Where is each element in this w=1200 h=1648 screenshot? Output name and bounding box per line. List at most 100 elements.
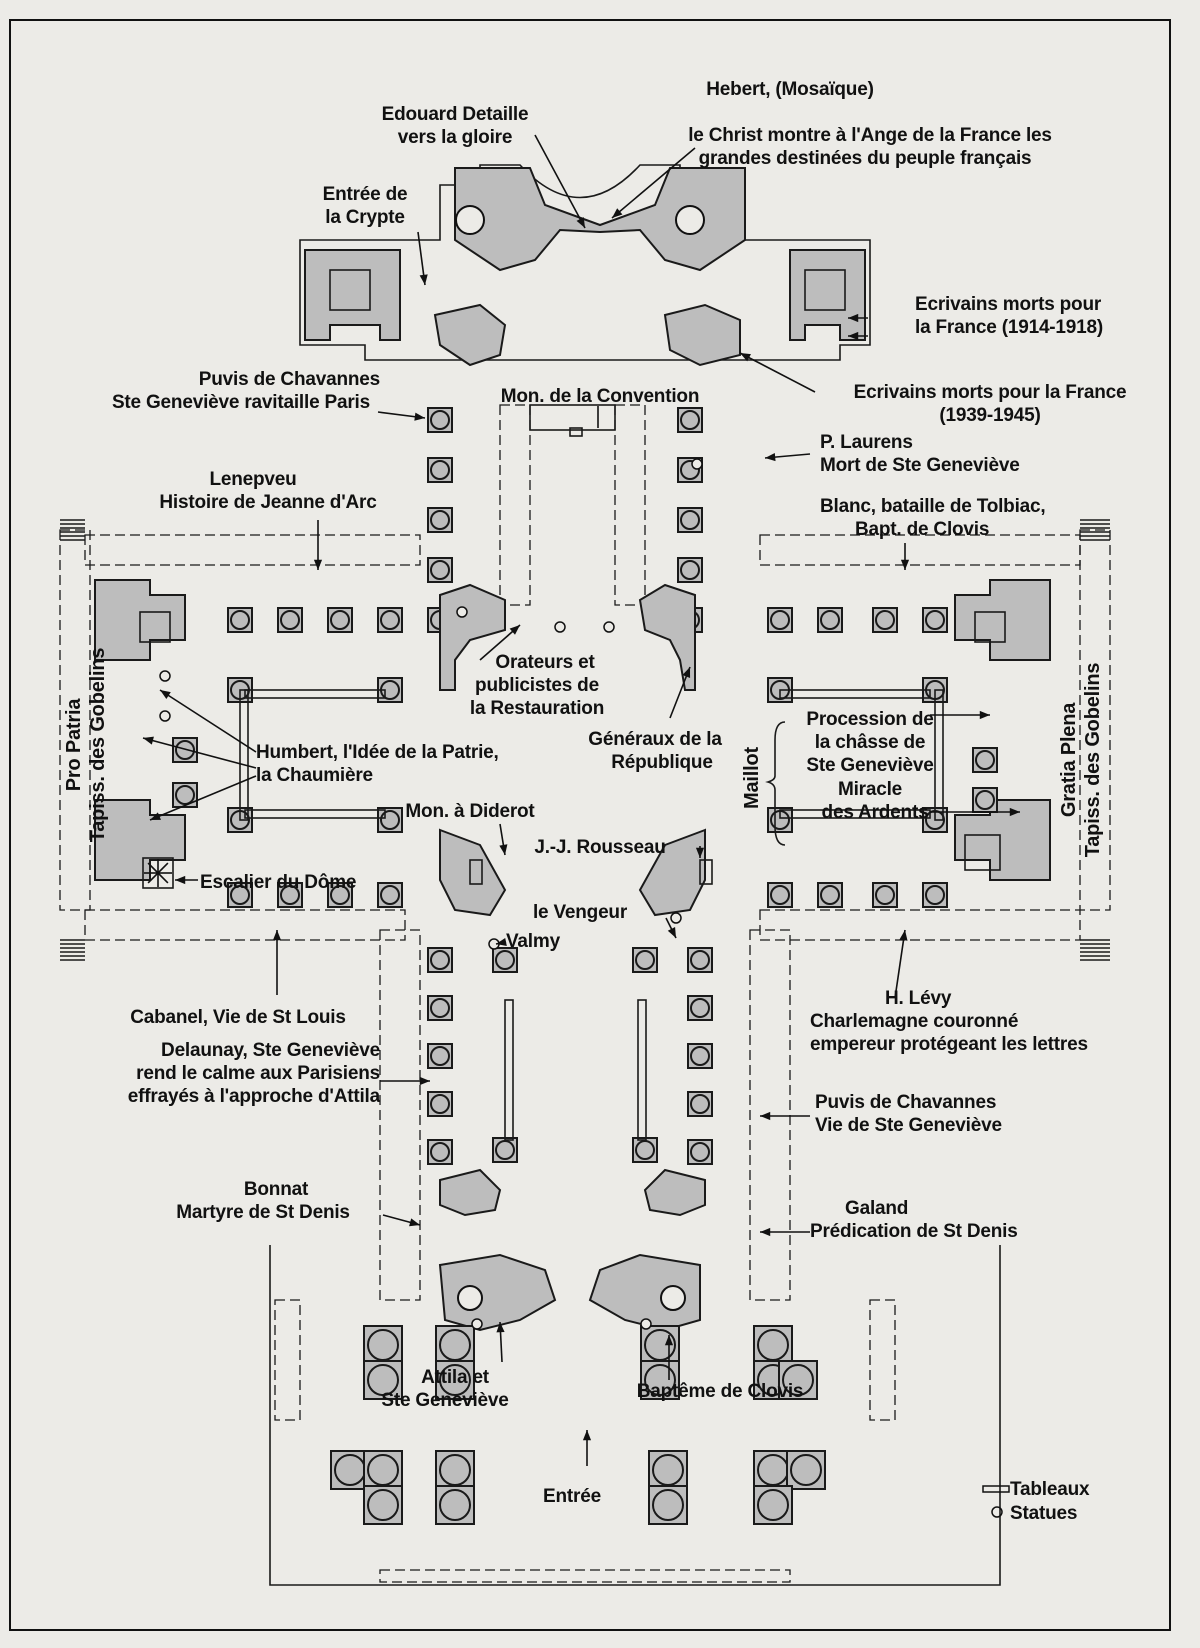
pier-room (974, 611, 1006, 643)
label-line: Puvis de Chavannes (199, 369, 380, 390)
apse-outline (299, 164, 871, 361)
pier-room (139, 611, 171, 643)
entrance-pier (438, 1253, 557, 1332)
nave-wall (379, 929, 421, 1301)
column (770, 610, 790, 630)
label-line: Blanc, bataille de Tolbiac, (820, 496, 1045, 517)
arrow-head (848, 313, 859, 323)
label-line: Prédication de St Denis (810, 1221, 1018, 1242)
statue-marker (640, 1318, 652, 1330)
label-line: Humbert, l'Idée de la Patrie, (256, 742, 499, 763)
column (430, 510, 450, 530)
label-hebert: Hebert, (Mosaïque) le Christ montre à l'… (688, 79, 1052, 169)
label-line: République (611, 752, 712, 773)
arrow-head (664, 1335, 674, 1346)
column (367, 1489, 399, 1521)
column (380, 885, 400, 905)
column (380, 610, 400, 630)
column (690, 1046, 710, 1066)
arrow-head (760, 1111, 771, 1121)
label-ecrivains-1945: Ecrivains morts pour la France (1939-194… (854, 382, 1127, 426)
arrow-head (1009, 807, 1020, 817)
label-galand: Galand Prédication de St Denis (810, 1198, 1018, 1242)
label-line: Pro Patria (63, 698, 85, 792)
label-line: Entrée de (323, 184, 408, 205)
column (280, 885, 300, 905)
arrow-head (667, 927, 676, 938)
outer-wall (759, 534, 1081, 566)
arrow-head (682, 667, 691, 678)
column (330, 885, 350, 905)
screen (504, 999, 514, 1141)
column (690, 1142, 710, 1162)
label-line: la France (1914-1918) (915, 317, 1103, 338)
arrow-head (900, 559, 910, 570)
stair-well (455, 205, 485, 235)
stair-well (675, 205, 705, 235)
bench (244, 689, 386, 699)
choir-pier (433, 303, 507, 367)
column (820, 610, 840, 630)
label-humbert: Humbert, l'Idée de la Patrie, la Chaumiè… (256, 742, 499, 786)
column (875, 885, 895, 905)
crossing-pier (638, 583, 696, 691)
label-line: Vie de Ste Geneviève (815, 1115, 1002, 1136)
column (875, 610, 895, 630)
statue-marker (691, 458, 703, 470)
column (635, 950, 655, 970)
label-line: la Chaumière (256, 765, 373, 786)
column (757, 1454, 789, 1486)
legend-item-statues: Statues (991, 1503, 1077, 1524)
label-gratia-plena: Gratia Plena Tapiss. des Gobelins (1058, 663, 1104, 858)
arrow-head (582, 1430, 592, 1441)
nave-wall (749, 929, 791, 1301)
tableau (569, 427, 583, 437)
statue-marker (603, 621, 615, 633)
outer-wall (84, 534, 421, 566)
stair-spoke (147, 862, 159, 874)
arrow-head (695, 847, 705, 858)
label-line: Ste Geneviève (381, 1390, 508, 1411)
pointer-line (142, 737, 257, 769)
stair-spoke (157, 862, 169, 874)
column (175, 740, 195, 760)
legend-tableaux-label: Tableaux (1010, 1479, 1090, 1500)
label-puvis-vie: Puvis de Chavannes Vie de Ste Geneviève (815, 1092, 1002, 1136)
column (644, 1364, 676, 1396)
column (690, 950, 710, 970)
label-attila: Attila et Ste Geneviève (381, 1367, 509, 1411)
arrow-head (175, 875, 186, 885)
forecourt-outline (269, 1245, 1001, 1586)
label-orateurs: Orateurs et publicistes de la Restaurati… (470, 652, 604, 719)
label-line: Lenepveu (209, 469, 296, 490)
outer-wall (84, 909, 406, 941)
stair-spoke (157, 872, 169, 884)
statue-marker (159, 670, 171, 682)
column (430, 560, 450, 580)
column (280, 610, 300, 630)
label-line: Généraux de la (588, 729, 722, 750)
nave-pier (439, 1168, 502, 1217)
column (925, 610, 945, 630)
arrow-head (414, 412, 425, 421)
column (230, 885, 250, 905)
outer-wall (759, 909, 1081, 941)
label-line: Bapt. de Clovis (855, 519, 989, 540)
label-entree: Entrée (543, 1486, 601, 1507)
label-line: le Christ montre à l'Ange de la France l… (688, 125, 1052, 146)
label-line: Charlemagne couronné (810, 1011, 1018, 1032)
arrow-head (419, 274, 428, 285)
label-line: vers la gloire (398, 127, 512, 148)
label-line: P. Laurens (820, 432, 913, 453)
arrow-head (272, 930, 282, 941)
column (430, 460, 450, 480)
column (439, 1329, 471, 1361)
bench (779, 809, 931, 819)
label-bonnat: Bonnat Martyre de St Denis (176, 1179, 350, 1223)
chapel-room (804, 269, 846, 311)
label-miracle: Miracle des Ardents (822, 779, 929, 823)
label-rousseau: J.-J. Rousseau (534, 837, 665, 858)
column (439, 1364, 471, 1396)
label-bapteme: Baptême de Clovis (637, 1381, 804, 1402)
plan-drawing (59, 134, 1111, 1586)
